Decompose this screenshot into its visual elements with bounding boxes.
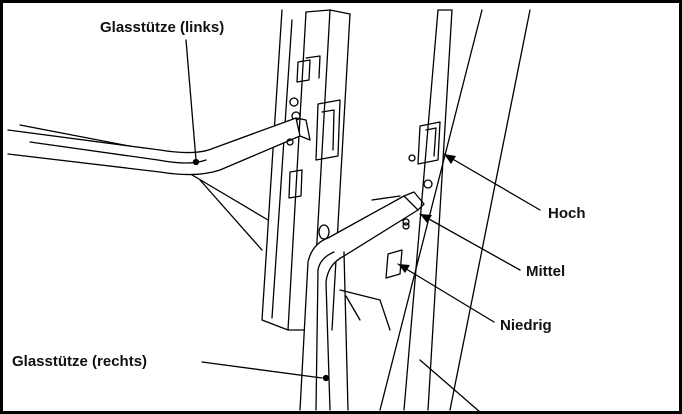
leader-support-left [185, 39, 197, 161]
leader-lines [185, 39, 541, 379]
label-high: Hoch [548, 205, 586, 222]
left-post [261, 9, 351, 331]
label-middle: Mittel [526, 263, 565, 280]
label-low: Niedrig [500, 317, 552, 334]
slot-low [385, 249, 403, 279]
arrow-middle [420, 214, 432, 223]
right-post [379, 9, 531, 411]
leader-high [443, 153, 541, 211]
leader-middle [419, 213, 521, 271]
arrow-low [398, 264, 410, 273]
label-support-right: Glasstütze (rechts) [12, 353, 147, 370]
glass-support-left [7, 117, 311, 176]
slot-high [417, 121, 441, 165]
glass-support-right [299, 191, 425, 411]
label-support-left: Glasstütze (links) [100, 19, 224, 36]
leader-low [397, 263, 495, 323]
arrow-high [444, 154, 456, 164]
leader-support-right [201, 361, 323, 379]
